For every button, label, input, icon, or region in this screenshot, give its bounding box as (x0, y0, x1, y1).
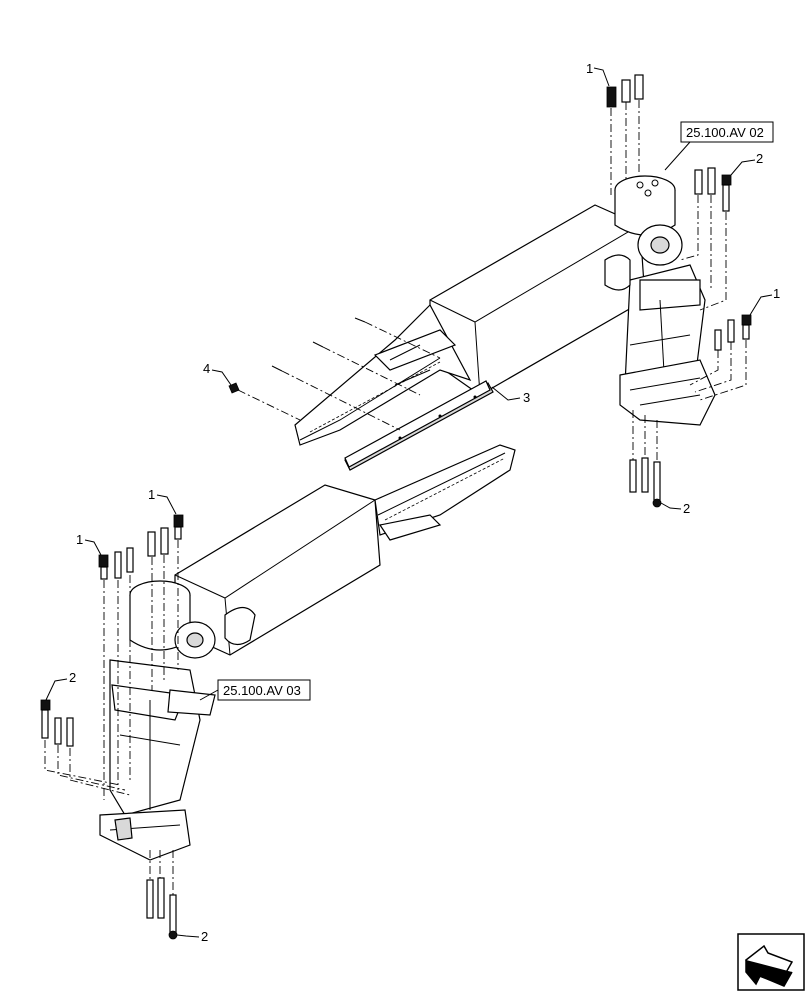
callout-1-left-upper: 1 (148, 487, 155, 502)
upper-top-bolts (606, 74, 644, 195)
wear-plate (344, 380, 494, 471)
plate-screws (228, 317, 441, 431)
upper-bottom-bolts (629, 410, 662, 508)
reference-lower[interactable]: 25.100.AV 03 (199, 679, 311, 701)
upper-arm-assembly (294, 175, 716, 446)
callout-2-bottom: 2 (201, 929, 208, 944)
lower-arm-assembly (99, 444, 516, 861)
callout-2-left: 2 (69, 670, 76, 685)
callout-3: 3 (523, 390, 530, 405)
callout-2-right-bottom: 2 (683, 501, 690, 516)
callout-labels: 1 2 1 3 4 2 1 1 2 2 (45, 61, 780, 944)
callout-1-right: 1 (773, 286, 780, 301)
callout-4: 4 (203, 361, 210, 376)
upper-right-bolts (679, 167, 752, 401)
reference-upper-label: 25.100.AV 02 (686, 125, 764, 140)
callout-2-right-top: 2 (756, 151, 763, 166)
next-page-arrow-icon[interactable] (737, 933, 805, 991)
callout-1-left-lower: 1 (76, 532, 83, 547)
reference-upper[interactable]: 25.100.AV 02 (664, 121, 774, 171)
reference-lower-label: 25.100.AV 03 (223, 683, 301, 698)
callout-1-top: 1 (586, 61, 593, 76)
lower-bolts (40, 514, 184, 940)
